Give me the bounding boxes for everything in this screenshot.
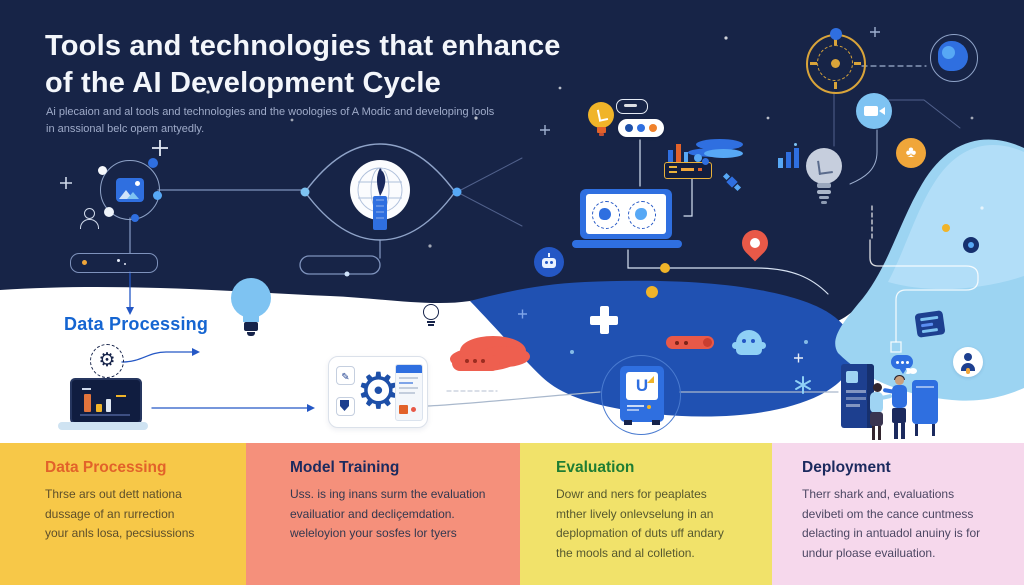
- cloud-icon: [450, 336, 530, 372]
- analytics-bars-icon: [778, 143, 802, 168]
- data-dashboard-laptop-icon: [58, 378, 148, 430]
- column-evaluation: Evaluation Dowr and ners for peaplates m…: [520, 443, 772, 585]
- evaluation-kiosk-ring: [601, 355, 681, 435]
- column-title: Evaluation: [556, 459, 635, 476]
- column-deployment: Deployment Therr shark and, evaluations …: [772, 443, 1024, 585]
- page-title-line2: of the AI Development Cycle: [45, 67, 441, 99]
- alert-pill-icon: [666, 336, 714, 349]
- idea-lightbulb-icon: [588, 102, 614, 138]
- video-camera-icon: [856, 93, 892, 129]
- page-title-line1: Tools and technologies that enhance: [45, 30, 561, 62]
- lightbulb-outline-icon: [422, 304, 440, 328]
- robot-assistant-icon: [534, 247, 564, 277]
- node-dot-gold-small: [942, 224, 950, 232]
- plus-icon: [590, 306, 618, 334]
- data-source-orbit-icon: [98, 158, 162, 222]
- column-title: Data Processing: [45, 459, 167, 476]
- column-data-processing: Data Processing Thrse ars out dett natio…: [0, 443, 246, 585]
- connector-lines: [121, 65, 979, 412]
- network-node-icon: [963, 237, 979, 253]
- page-title: Tools and technologies that enhance of t…: [45, 28, 705, 102]
- chat-bubble-icon: [616, 99, 648, 114]
- evaluation-kiosk-icon: U: [620, 366, 664, 425]
- processor-chip-icon: [914, 310, 946, 338]
- stage-label-data-processing: Data Processing: [64, 314, 209, 334]
- lightbulb-grey-icon: [806, 148, 842, 210]
- progress-pill-node: [70, 253, 158, 273]
- stage-summary-strip: Data Processing Thrse ars out dett natio…: [0, 443, 1024, 585]
- column-title: Model Training: [290, 459, 400, 476]
- model-settings-card: ✎ ⚙: [328, 356, 428, 428]
- status-dots-pill: [618, 119, 664, 137]
- vision-eye-illustration: [300, 143, 462, 277]
- user-avatar-icon: [953, 347, 983, 377]
- snowflake-icon: [794, 376, 812, 394]
- sparkle-icon: [722, 172, 742, 192]
- column-model-training: Model Training Uss. is ing inans surm th…: [246, 443, 520, 585]
- deployment-handshake-scene: [838, 352, 940, 442]
- bar-chart-icon: [666, 144, 692, 162]
- molecule-cluster-icon: [688, 139, 743, 167]
- node-dot-gold: [646, 286, 658, 298]
- decorative-stars: [60, 27, 984, 363]
- bot-ghost-icon: [732, 330, 766, 355]
- column-title: Deployment: [802, 459, 891, 476]
- user-outline-icon: [80, 208, 99, 229]
- server-rack-icon: [664, 162, 712, 179]
- training-laptop-icon: [572, 189, 682, 249]
- compass-dial-icon: [806, 28, 866, 94]
- globe-sphere-icon: [930, 34, 978, 82]
- club-badge-icon: ♣: [896, 138, 926, 168]
- gear-dashed-icon: ⚙: [90, 344, 124, 378]
- page-subtitle: Ai plecaion and al tools and technologie…: [46, 106, 495, 135]
- lightbulb-blue-icon: [231, 278, 271, 340]
